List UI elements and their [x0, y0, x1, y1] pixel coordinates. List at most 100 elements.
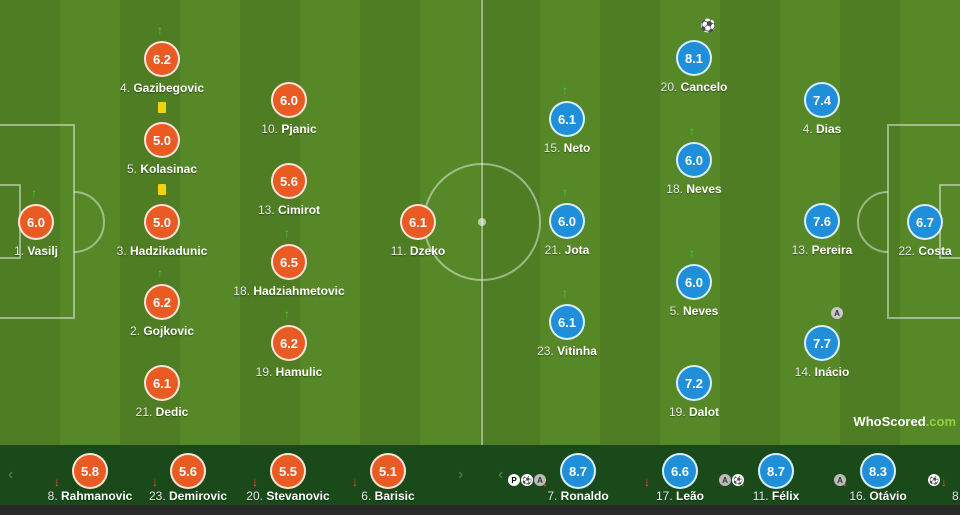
rating-badge[interactable]: 6.2 [271, 325, 307, 361]
player-name-text: Demirovic [169, 489, 228, 503]
player-name[interactable]: 1. Vasilj [0, 244, 116, 258]
whoscored-logo: WhoScored.com [853, 414, 956, 429]
rating-badge[interactable]: 7.4 [804, 82, 840, 118]
rating-badge[interactable]: 6.1 [400, 204, 436, 240]
player-name[interactable]: 7. Ronaldo [498, 489, 658, 503]
rating-badge[interactable]: 6.2 [144, 41, 180, 77]
player-name[interactable]: 15. Neto [487, 141, 647, 155]
player-name[interactable]: 5. Neves [614, 304, 774, 318]
player-name[interactable]: 13. Cimirot [209, 203, 369, 217]
rating-badge[interactable]: 6.1 [549, 304, 585, 340]
rating-badge[interactable]: 6.6 [662, 453, 698, 489]
subbed-on-icon: ↓ [152, 475, 158, 489]
player-name-text: Gazibegovic [133, 81, 205, 95]
assist-icon: A [534, 474, 546, 486]
player-name[interactable]: 13. Pereira [742, 243, 902, 257]
up-arrow-icon: ↑ [31, 186, 37, 200]
player-name[interactable]: 6. Barisic [308, 489, 468, 503]
rating-badge[interactable]: 5.0 [144, 204, 180, 240]
player-name[interactable]: 21. Dedic [82, 405, 242, 419]
player-name[interactable]: 22. Costa [845, 244, 960, 258]
rating-badge[interactable]: 7.7 [804, 325, 840, 361]
player-name-text: Inácio [814, 365, 850, 379]
shirt-number: 14. [794, 365, 812, 379]
rating-badge[interactable]: 6.7 [907, 204, 943, 240]
player-name-text: Dzeko [409, 244, 446, 258]
subbed-on-icon: ↓ [644, 475, 650, 489]
rating-badge[interactable]: 6.1 [549, 101, 585, 137]
player-name[interactable]: 23. Vitinha [487, 344, 647, 358]
shirt-number: 4. [802, 122, 813, 136]
rating-badge[interactable]: 8.3 [860, 453, 896, 489]
player-name-text: Pjanic [281, 122, 317, 136]
player-name[interactable]: 8. Rahmanovic [10, 489, 170, 503]
player-name-text: Barisic [374, 489, 415, 503]
shirt-number: 20. [660, 80, 678, 94]
player-name-text: Hamulic [275, 365, 323, 379]
rating-badge[interactable]: 6.2 [144, 284, 180, 320]
subbed-on-icon: ↓ [352, 475, 358, 489]
player-name-text: Leão [676, 489, 705, 503]
up-arrow-icon: ↑ [284, 226, 290, 240]
player-name[interactable]: 5. Kolasinac [82, 162, 242, 176]
player-name-text: Otávio [869, 489, 907, 503]
rating-badge[interactable]: 5.6 [271, 163, 307, 199]
rating-badge[interactable]: 8.7 [560, 453, 596, 489]
player-name[interactable]: 11. Dzeko [338, 244, 498, 258]
player-name[interactable]: 20. Cancelo [614, 80, 774, 94]
up-arrow-icon: ↑ [562, 286, 568, 300]
player-name[interactable]: 21. Jota [487, 243, 647, 257]
bench-prev-arrow-icon[interactable]: ‹ [8, 466, 14, 483]
player-name[interactable]: 23. Demirovic [108, 489, 268, 503]
player-name[interactable]: 18. Hadziahmetovic [209, 284, 369, 298]
player-name-text: Cancelo [680, 80, 728, 94]
shirt-number: 8. [952, 489, 960, 503]
player-name[interactable]: 17. Leão [600, 489, 760, 503]
rating-badge[interactable]: 8.7 [758, 453, 794, 489]
player-name[interactable]: 2. Gojkovic [82, 324, 242, 338]
bench-prev-arrow-icon-away[interactable]: ‹ [498, 466, 504, 483]
shirt-number: 21. [135, 405, 153, 419]
shirt-number: 8. [47, 489, 58, 503]
rating-badge[interactable]: 5.6 [170, 453, 206, 489]
shirt-number: 1. [13, 244, 24, 258]
rating-badge[interactable]: 6.0 [676, 142, 712, 178]
rating-badge[interactable]: 5.5 [270, 453, 306, 489]
shirt-number: 19. [668, 405, 686, 419]
rating-badge[interactable]: 5.1 [370, 453, 406, 489]
bench-next-arrow-icon[interactable]: › [458, 466, 464, 483]
rating-badge[interactable]: 6.0 [271, 82, 307, 118]
rating-badge[interactable]: 6.5 [271, 244, 307, 280]
player-name[interactable]: 19. Hamulic [209, 365, 369, 379]
rating-badge[interactable]: 6.1 [144, 365, 180, 401]
player-name[interactable]: 19. Dalot [614, 405, 774, 419]
player-name[interactable]: 18. Neves [614, 182, 774, 196]
player-name[interactable]: 20. Stevanovic [208, 489, 368, 503]
player-name-text: Dedic [155, 405, 189, 419]
player-name-text: Hadziahmetovic [253, 284, 345, 298]
rating-badge[interactable]: 5.8 [72, 453, 108, 489]
shirt-number: 23. [148, 489, 166, 503]
player-name[interactable]: 4. Gazibegovic [82, 81, 242, 95]
rating-badge[interactable]: 6.0 [549, 203, 585, 239]
rating-badge[interactable]: 8.1 [676, 40, 712, 76]
rating-badge[interactable]: 6.0 [676, 264, 712, 300]
rating-badge[interactable]: 7.2 [676, 365, 712, 401]
player-name[interactable]: 10. Pjanic [209, 122, 369, 136]
player-name[interactable]: 8. [952, 489, 960, 503]
player-name[interactable]: 11. Félix [696, 489, 856, 503]
goal-icon: ⚽ [521, 474, 533, 486]
player-name[interactable]: 4. Dias [742, 122, 902, 136]
rating-badge[interactable]: 7.6 [804, 203, 840, 239]
player-name[interactable]: 3. Hadzikadunic [82, 244, 242, 258]
player-name[interactable]: 16. Otávio [798, 489, 958, 503]
shirt-number: 2. [129, 324, 140, 338]
rating-badge[interactable]: 6.0 [18, 204, 54, 240]
player-name[interactable]: 14. Inácio [742, 365, 902, 379]
shirt-number: 13. [257, 203, 275, 217]
shirt-number: 18. [233, 284, 250, 298]
goal-icon: ⚽ [700, 18, 717, 33]
rating-badge[interactable]: 5.0 [144, 122, 180, 158]
yellow-card-icon [158, 184, 166, 195]
